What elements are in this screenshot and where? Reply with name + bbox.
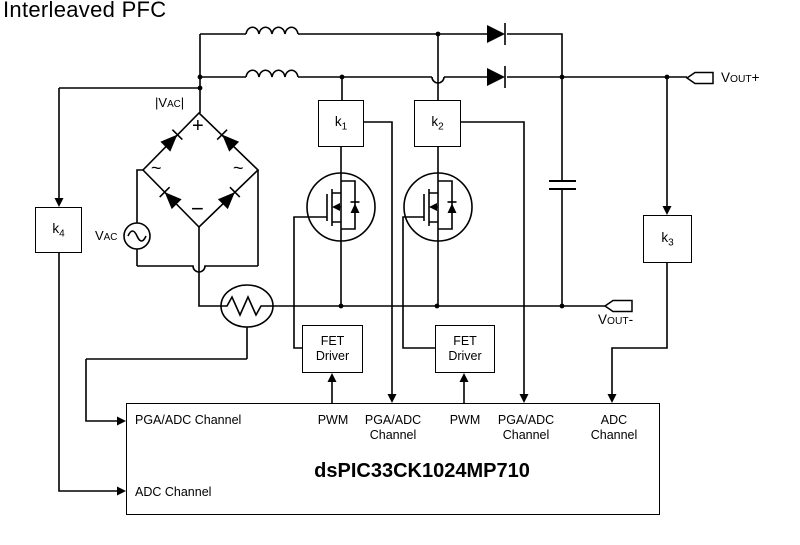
signal-arrowheads [54,198,672,496]
shunt-resistor-icon [220,284,274,328]
gain-block-k4: k4 [35,207,82,253]
k2-label: k2 [431,114,444,133]
mcu-part-number: dsPIC33CK1024MP710 [314,460,530,482]
bridge-plus-symbol: + [192,115,204,137]
fet-driver-1: FET Driver [302,325,363,373]
k4-label: k4 [52,220,65,240]
vout-plus-label: VOUT+ [721,70,760,85]
fet-driver-2: FET Driver [435,325,495,373]
vout-minus-connector [603,299,633,313]
pin-pga-adc-2-line1: PGA/ADC [497,413,555,427]
gain-block-k3: k3 [643,215,692,263]
pin-pga-adc-channel-2: PGA/ADC Channel [498,413,554,443]
mcu-block: PGA/ADC Channel ADC Channel PWM PGA/ADC … [126,403,660,515]
bridge-ac-tilde-left: ~ [151,158,162,178]
fet-driver-1-label-line2: Driver [315,349,350,363]
wires [58,33,687,492]
junction-dots [197,31,670,309]
pin-pga-adc-channel-left: PGA/ADC Channel [135,413,242,427]
k1-label: k1 [334,114,348,133]
pin-pga-adc-channel-1: PGA/ADC Channel [365,413,421,443]
output-capacitor-icon [549,179,576,191]
gain-block-k2: k2 [414,100,461,147]
vout-plus-connector [685,71,714,85]
vac-source-label: VAC [95,228,118,243]
pin-pwm-1: PWM [317,413,349,427]
boost-diode-2-icon [487,66,506,88]
pin-pga-adc-2-line2: Channel [502,428,550,442]
fet-driver-2-label-line1: FET [453,334,477,348]
boost-diode-1-icon [487,23,506,45]
vout-minus-label: VOUT- [598,312,634,327]
rectified-voltage-label: |VAC| [155,95,185,110]
pin-adc-top-line2: Channel [590,428,638,442]
pin-pga-adc-1-line2: Channel [369,428,417,442]
pin-adc-top-line1: ADC [600,413,628,427]
k3-label: k3 [661,229,674,249]
bridge-minus-symbol: − [191,196,204,221]
pin-pwm-2: PWM [449,413,481,427]
fet-driver-1-label-line1: FET [320,334,345,348]
fet-driver-2-label-line2: Driver [448,349,482,363]
bridge-ac-tilde-right: ~ [233,158,244,178]
inductor-1-icon [245,26,299,35]
pin-adc-channel-top: ADC Channel [591,413,638,443]
diagram-title: Interleaved PFC [3,0,167,22]
pin-pga-adc-1-line1: PGA/ADC [364,413,422,427]
gain-block-k1: k1 [318,100,364,147]
ac-source-icon [123,222,151,250]
bridge-rectifier-icon [141,111,260,229]
mosfet-1-icon [306,172,376,242]
inductor-2-icon [245,69,299,78]
mosfet-2-icon [403,172,473,242]
pin-adc-channel-left: ADC Channel [135,485,212,499]
